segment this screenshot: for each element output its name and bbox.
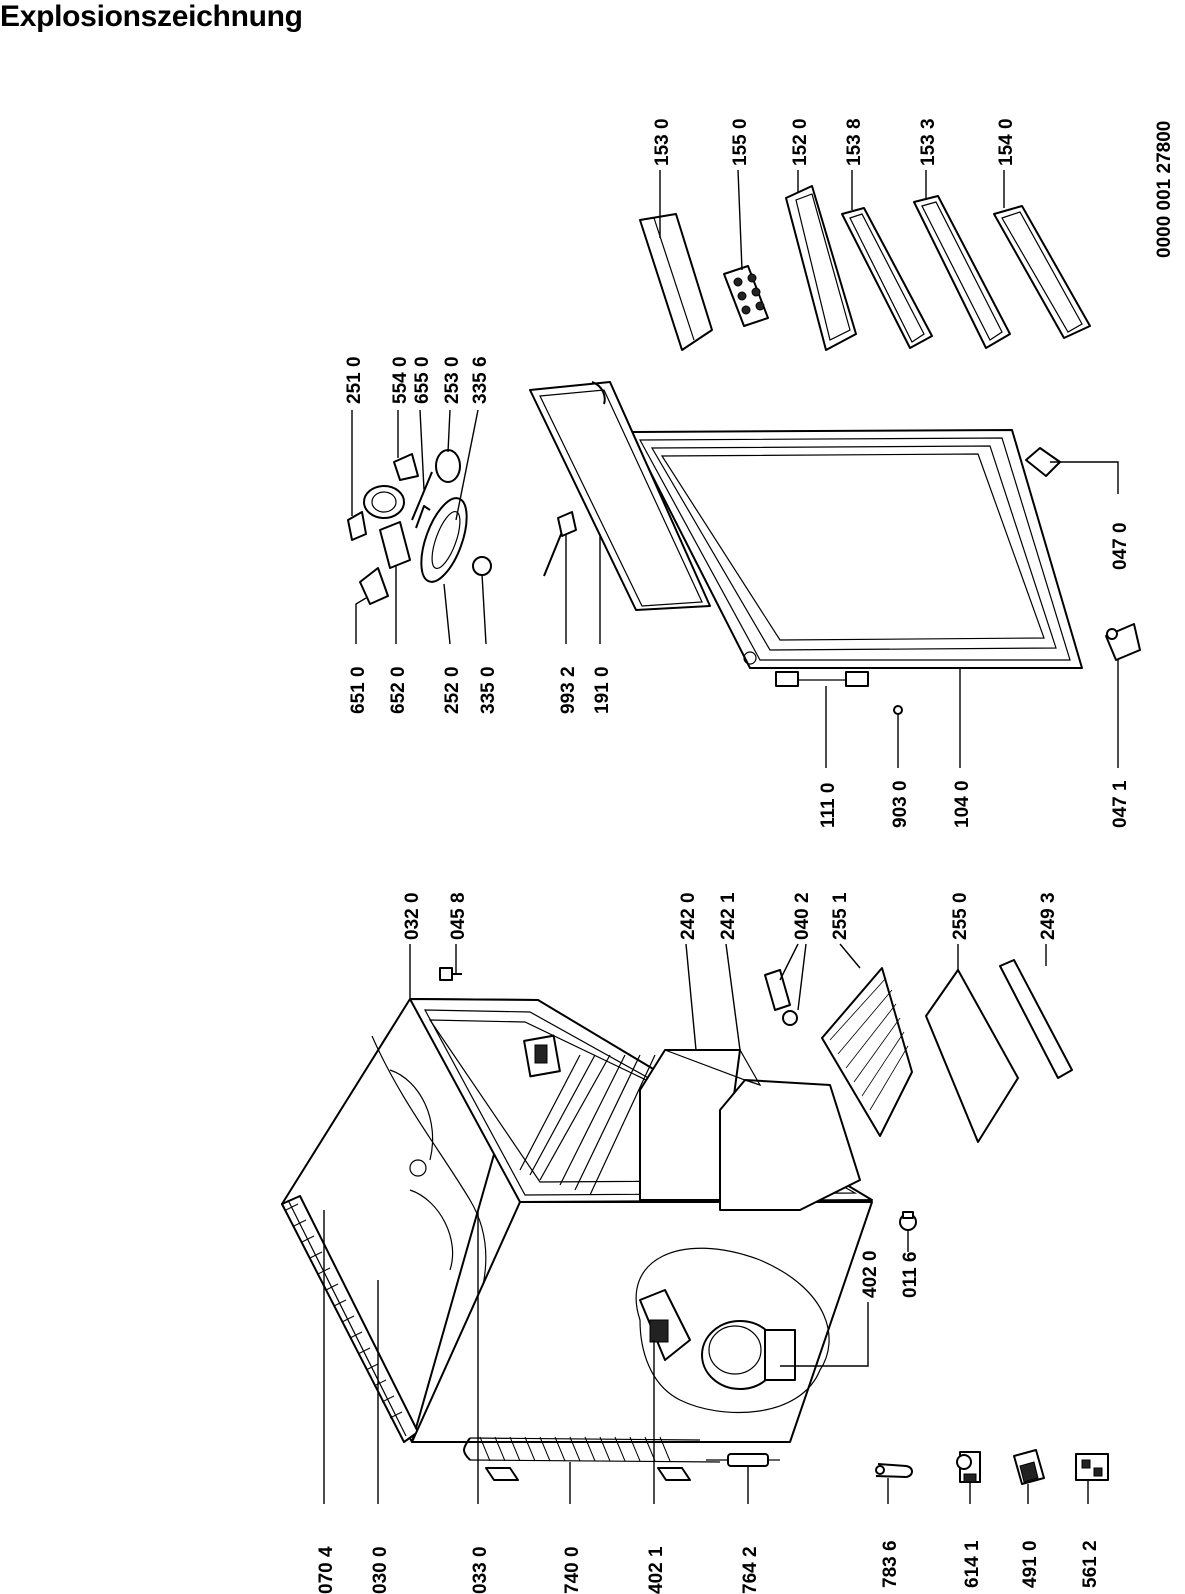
label-040-2: 040 2 (792, 892, 813, 940)
label-251-0: 251 0 (344, 356, 365, 404)
label-111-0: 111 0 (818, 783, 839, 828)
label-249-3: 249 3 (1038, 892, 1059, 940)
label-045-8: 045 8 (448, 892, 469, 940)
label-651-0: 651 0 (348, 666, 369, 714)
label-402-1: 402 1 (646, 1546, 667, 1594)
part-labels: 070 4 030 0 033 0 740 0 402 1 764 2 783 … (316, 118, 1175, 1594)
label-191-0: 191 0 (592, 666, 613, 714)
label-011-6: 011 6 (900, 1252, 921, 1299)
label-740-0: 740 0 (562, 1546, 583, 1594)
label-402-0: 402 0 (860, 1250, 881, 1298)
label-047-1: 047 1 (1110, 780, 1131, 828)
label-242-1: 242 1 (718, 892, 739, 940)
document-number: 0000 001 27800 (1154, 121, 1175, 258)
label-491-0: 491 0 (1020, 1540, 1041, 1588)
label-154-0: 154 0 (996, 118, 1017, 166)
label-655-0: 655 0 (412, 356, 433, 404)
label-152-0: 152 0 (790, 118, 811, 166)
label-153-0: 153 0 (652, 118, 673, 166)
label-032-0: 032 0 (402, 892, 423, 940)
door-balconies (639, 185, 1091, 351)
label-335-0: 335 0 (478, 666, 499, 714)
condenser (463, 1436, 721, 1481)
label-993-2: 993 2 (558, 666, 579, 714)
label-903-0: 903 0 (890, 780, 911, 828)
label-033-0: 033 0 (470, 1546, 491, 1594)
label-652-0: 652 0 (388, 666, 409, 714)
spare-parts (875, 1449, 1109, 1485)
label-335-6: 335 6 (470, 356, 491, 404)
cabinet (281, 967, 917, 1481)
label-614-1: 614 1 (962, 1540, 983, 1588)
label-153-3: 153 3 (918, 118, 939, 166)
glass-shelves (821, 959, 1073, 1143)
label-030-0: 030 0 (370, 1546, 391, 1594)
label-554-0: 554 0 (390, 356, 411, 404)
label-255-0: 255 0 (950, 892, 971, 940)
label-070-4: 070 4 (316, 1546, 337, 1594)
label-255-1: 255 1 (830, 892, 851, 940)
label-253-0: 253 0 (442, 356, 463, 404)
label-153-8: 153 8 (844, 118, 865, 166)
door (529, 381, 1141, 715)
label-252-0: 252 0 (442, 666, 463, 714)
label-783-6: 783 6 (880, 1540, 901, 1588)
label-155-0: 155 0 (730, 118, 751, 166)
thermostat-assembly (347, 449, 492, 605)
page-title: Explosionszeichnung (0, 0, 303, 33)
label-764-2: 764 2 (740, 1546, 761, 1594)
label-104-0: 104 0 (952, 780, 973, 828)
label-561-2: 561 2 (1080, 1540, 1101, 1588)
label-047-0: 047 0 (1110, 522, 1131, 570)
label-242-0: 242 0 (678, 892, 699, 940)
leader-lines (323, 169, 1119, 1504)
